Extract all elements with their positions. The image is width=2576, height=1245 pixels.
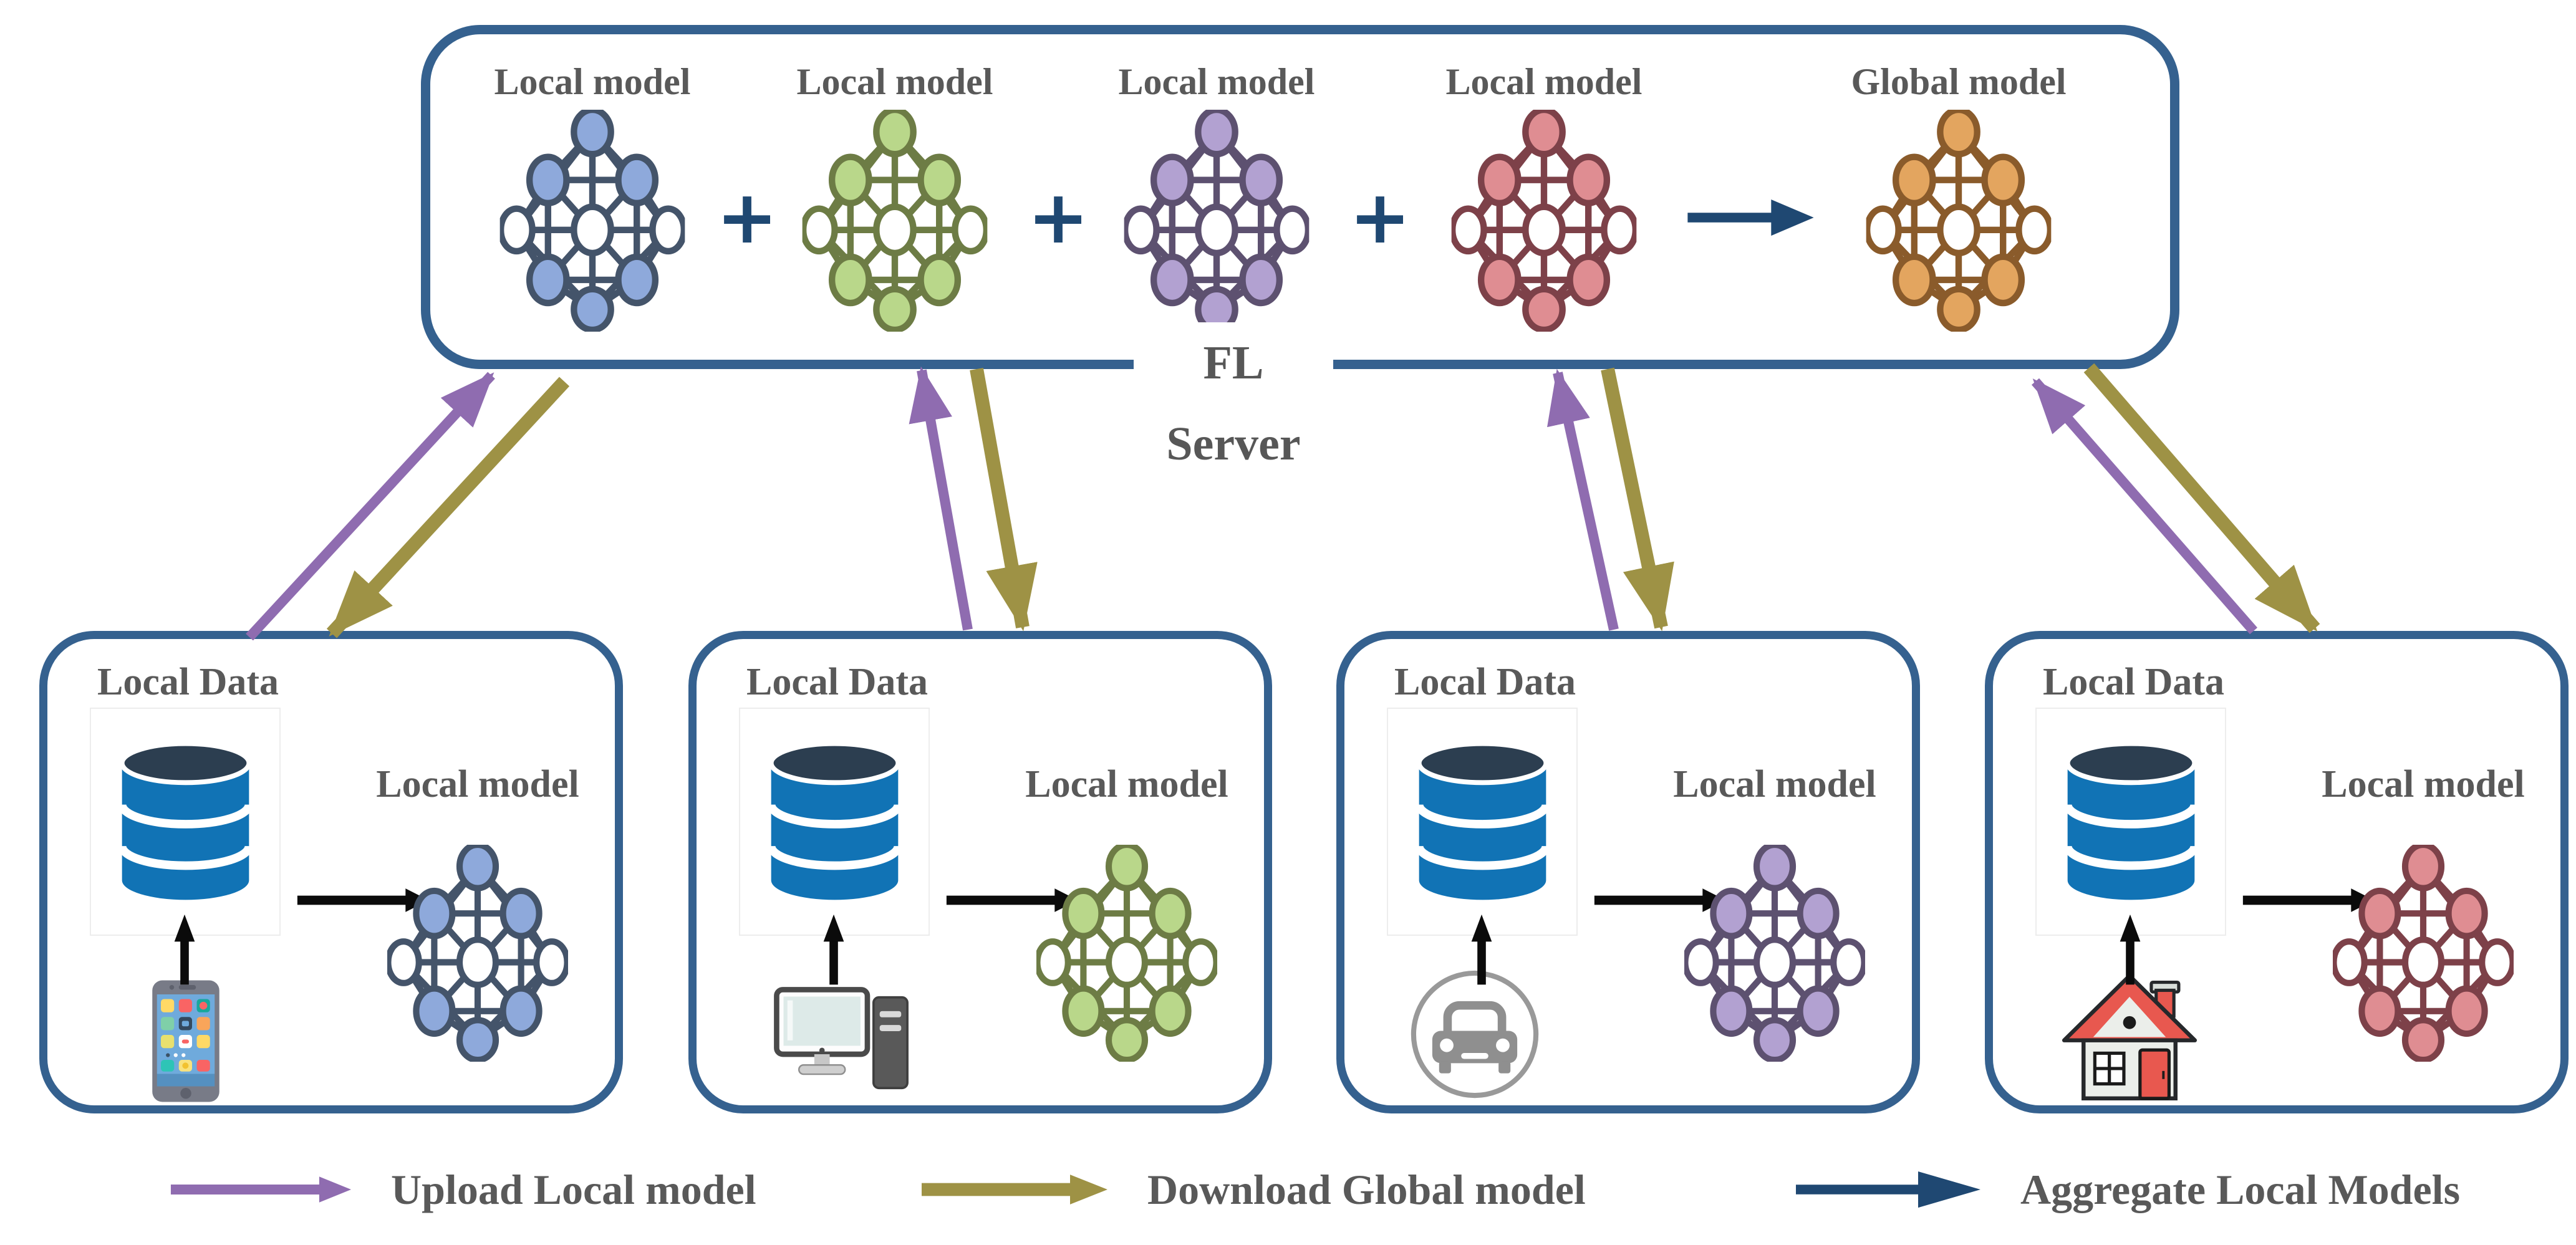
download-arrow-client4 xyxy=(2083,363,2320,633)
server-local-model-4: Local model xyxy=(1425,60,1662,335)
upload-arrow-icon xyxy=(168,1175,352,1204)
model-label: Local model xyxy=(796,61,993,102)
local-model-label: Local model xyxy=(2322,763,2525,805)
model-label: Local model xyxy=(494,61,691,102)
up-arrow-icon xyxy=(820,913,847,987)
model-label: Local model xyxy=(1118,61,1315,102)
database-icon xyxy=(112,731,259,913)
neural-network-icon xyxy=(1036,845,1217,1062)
download-arrow-client3 xyxy=(1601,367,1674,632)
server-local-model-1: Local model xyxy=(474,60,711,335)
database-icon xyxy=(761,731,908,913)
local-model-label: Local model xyxy=(1673,763,1876,805)
legend-upload-label: Upload Local model xyxy=(391,1165,756,1213)
neural-network-icon xyxy=(1450,110,1638,332)
smartphone-icon xyxy=(142,979,229,1103)
legend-aggregate-label: Aggregate Local Models xyxy=(2020,1165,2461,1213)
up-arrow-icon xyxy=(171,913,198,987)
aggregate-arrow-icon xyxy=(1795,1170,1982,1209)
neural-network-icon xyxy=(1123,110,1310,332)
database-panel xyxy=(1387,708,1578,936)
plus-operator: + xyxy=(1349,174,1411,260)
neural-network-icon xyxy=(801,110,988,332)
upload-arrow-client3 xyxy=(1547,368,1619,631)
client-box-smartphone: Local Data Local model xyxy=(39,631,623,1113)
database-panel xyxy=(2035,708,2226,936)
up-arrow-icon xyxy=(1468,913,1495,987)
local-data-label: Local Data xyxy=(2043,661,2225,703)
local-model-label: Local model xyxy=(376,763,579,805)
plus-operator: + xyxy=(716,174,778,260)
model-label: Global model xyxy=(1851,61,2067,102)
client-box-car: Local Data Local model xyxy=(1336,631,1920,1113)
local-data-label: Local Data xyxy=(97,661,279,703)
plus-operator: + xyxy=(1027,174,1089,260)
local-data-label: Local Data xyxy=(1394,661,1576,703)
neural-network-icon xyxy=(387,845,568,1062)
database-icon xyxy=(2058,731,2204,913)
download-arrow-client2 xyxy=(970,368,1038,632)
neural-network-icon xyxy=(499,110,686,332)
fl-server-box: Local model + Local model + Local model … xyxy=(421,25,2179,470)
house-icon xyxy=(2052,973,2207,1102)
client-box-house: Local Data Local model xyxy=(1985,631,2569,1113)
upload-arrow-client4 xyxy=(2031,378,2258,635)
database-panel xyxy=(739,708,930,936)
client-box-computer: Local Data Local model xyxy=(688,631,1272,1113)
neural-network-icon xyxy=(1865,110,2052,332)
up-arrow-icon xyxy=(2116,913,2144,987)
neural-network-icon xyxy=(2333,845,2514,1062)
legend-aggregate: Aggregate Local Models xyxy=(1795,1158,2460,1221)
database-icon xyxy=(1409,731,1556,913)
aggregate-arrow-icon xyxy=(1687,198,1815,237)
model-label: Local model xyxy=(1445,61,1643,102)
download-arrow-client1 xyxy=(326,377,570,638)
local-data-label: Local Data xyxy=(746,661,929,703)
legend-download-label: Download Global model xyxy=(1147,1165,1586,1213)
server-local-model-2: Local model xyxy=(776,60,1013,335)
upload-arrow-client2 xyxy=(909,366,973,631)
local-model-label: Local model xyxy=(1025,763,1228,805)
fl-server-label: FL Server xyxy=(1134,322,1333,470)
legend-download: Download Global model xyxy=(922,1158,1586,1221)
server-local-model-3: Local model xyxy=(1098,60,1335,335)
database-panel xyxy=(90,708,281,936)
upload-arrow-client1 xyxy=(246,372,495,641)
neural-network-icon xyxy=(1684,845,1865,1062)
desktop-computer-icon xyxy=(748,985,938,1100)
download-arrow-icon xyxy=(922,1173,1109,1206)
legend-upload: Upload Local model xyxy=(168,1158,756,1221)
server-global-model: Global model xyxy=(1840,60,2077,335)
